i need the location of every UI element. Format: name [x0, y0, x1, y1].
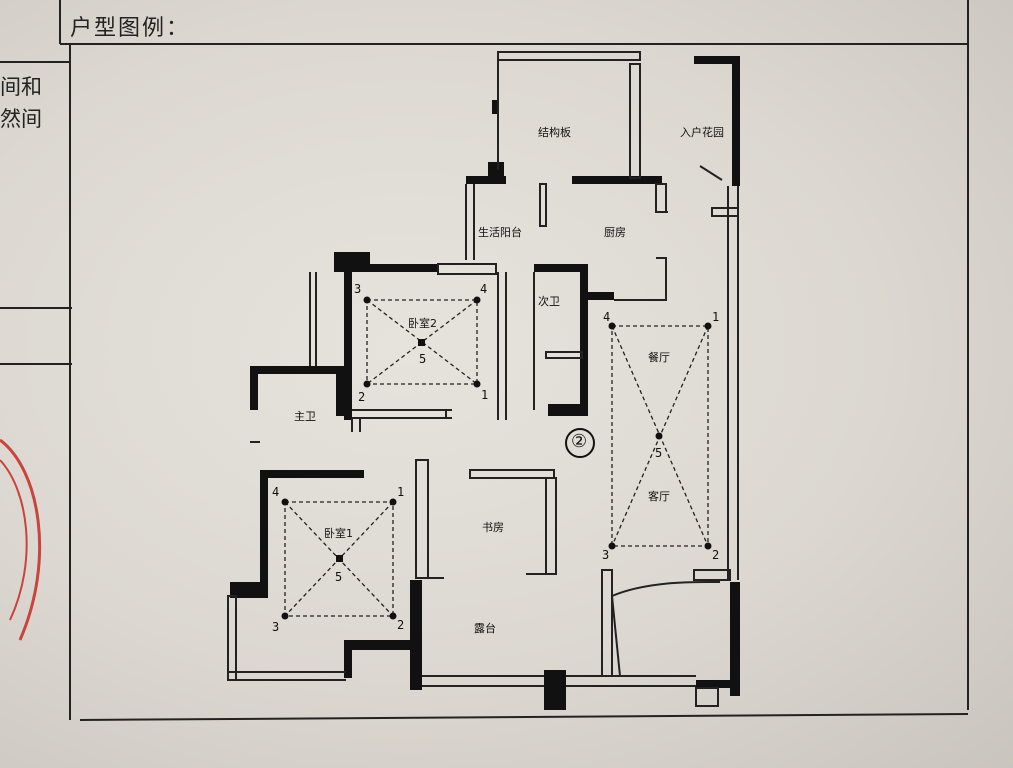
room-label-structure-slab: 结构板: [538, 126, 571, 139]
bedroom2-point-4: 4: [480, 282, 488, 296]
room-label-bedroom2: 卧室2: [408, 317, 437, 330]
room-label-study: 书房: [482, 521, 504, 534]
living-points: [608, 322, 712, 550]
living-point-1: 1: [712, 310, 720, 324]
living-point-4: 4: [603, 310, 611, 324]
bedroom2-point-5: 5: [419, 352, 427, 366]
bedroom1-point-2: 2: [397, 618, 405, 632]
bedroom2-light-diagram: [366, 299, 478, 385]
living-point-2: 2: [712, 548, 720, 562]
room-label-kitchen: 厨房: [604, 226, 626, 239]
bedroom1-point-1: 1: [397, 485, 405, 499]
room-label-utility-balcony: 生活阳台: [478, 226, 522, 239]
bedroom1-point-3: 3: [272, 620, 280, 634]
room-label-dining: 餐厅: [648, 351, 670, 364]
thick-walls: [230, 56, 740, 710]
room-label-entry-garden: 入户花园: [680, 126, 724, 139]
living-point-5: 5: [655, 446, 663, 460]
living-point-3: 3: [602, 548, 610, 562]
bedroom1-point-5: 5: [335, 570, 343, 584]
bedroom2-points: [363, 296, 481, 388]
unit-number-mark: ②: [571, 431, 588, 452]
room-label-master-bath: 主卫: [294, 410, 316, 423]
unit-circle: [565, 428, 595, 458]
room-label-second-bath: 次卫: [538, 295, 560, 308]
side-text-line1: 间和: [0, 75, 42, 99]
bedroom2-point-3: 3: [354, 282, 362, 296]
thin-walls: [227, 51, 739, 707]
bedroom1-points: [281, 498, 397, 620]
bedroom2-point-2: 2: [358, 390, 366, 404]
legend-title: 户型图例：: [70, 16, 191, 41]
room-label-terrace: 露台: [474, 622, 496, 635]
bedroom2-point-1: 1: [481, 388, 489, 402]
room-label-living: 客厅: [648, 490, 670, 503]
bedroom1-point-4: 4: [272, 485, 280, 499]
sheet-frame: [0, 0, 969, 721]
stamp-fragment: [0, 438, 42, 641]
room-label-bedroom1: 卧室1: [324, 527, 353, 540]
side-text-line2: 然间: [0, 107, 42, 131]
